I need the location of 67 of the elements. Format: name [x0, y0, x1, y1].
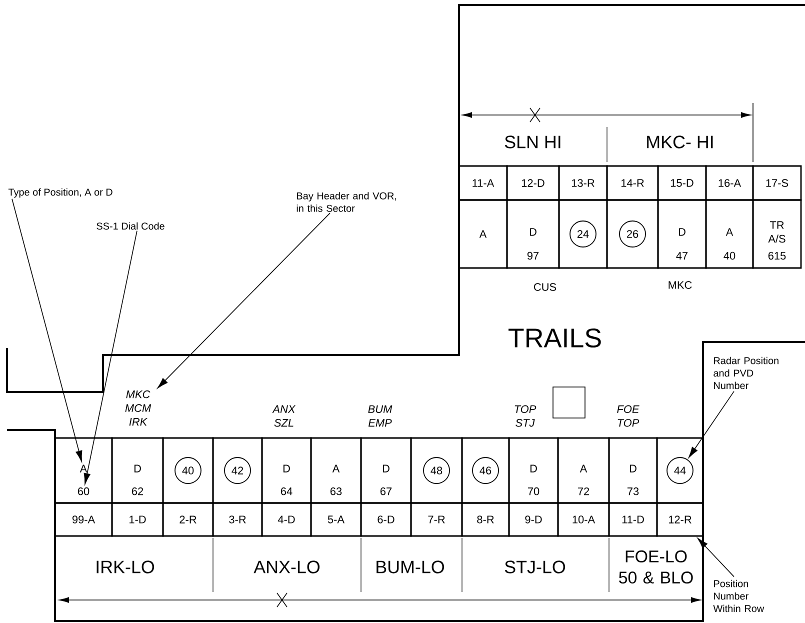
- table-cell: 99-A: [54, 502, 113, 537]
- table-cell: 14-R: [606, 165, 659, 201]
- table-cell: D 47: [657, 199, 707, 269]
- vor-label: CUS: [534, 283, 556, 291]
- table-cell: 4-D: [261, 502, 312, 537]
- table-cell: 5-A: [310, 502, 362, 537]
- vor-label: TOP STJ: [514, 405, 536, 427]
- table-cell: A 72: [557, 437, 610, 504]
- table-cell: [656, 437, 704, 504]
- table-cell: 7-R: [410, 502, 463, 537]
- sector-name: FOE-LO 50 & BLO: [619, 550, 693, 584]
- table-cell: [54, 437, 113, 504]
- table-cell: D 64: [261, 437, 312, 504]
- room-label: TRAILS: [508, 328, 601, 348]
- sector-name: BUM-LO: [376, 560, 444, 574]
- sector-header: MKC- HI: [647, 136, 713, 148]
- leader-line: [84, 230, 138, 484]
- table-cell: 15-D: [657, 165, 707, 201]
- table-cell: D 73: [608, 437, 658, 504]
- table-cell: 2-R: [162, 502, 214, 537]
- table-cell: 12-R: [656, 502, 704, 537]
- table-cell: 16-A: [705, 165, 754, 201]
- table-cell: 10-A: [557, 502, 610, 537]
- table-cell: A 40: [705, 199, 754, 269]
- callout-text: Bay Header and VOR, in this Sector: [296, 192, 396, 212]
- leader-line: [12, 198, 82, 462]
- leader-line: [688, 390, 734, 458]
- leader-line: [697, 538, 734, 578]
- table-cell: D 67: [360, 437, 412, 504]
- table-cell: A: [458, 199, 508, 269]
- table-cell: 11-A: [458, 165, 508, 201]
- table-cell: D 97: [506, 199, 560, 269]
- callout-text: Type of Position, A or D: [8, 188, 112, 198]
- table-cell: 12-D: [506, 165, 560, 201]
- callout-text: Radar Position and PVD Number: [714, 356, 778, 390]
- leader-line: [157, 212, 330, 388]
- table-cell: A 63: [310, 437, 362, 504]
- table-cell: [606, 199, 659, 269]
- table-cell: 1-D: [111, 502, 164, 537]
- table-cell: D 70: [508, 437, 559, 504]
- table-cell: [212, 437, 263, 504]
- sector-name: IRK-LO: [96, 560, 154, 574]
- cell-text: A: [80, 464, 88, 472]
- table-cell: 13-R: [558, 165, 608, 201]
- table-cell: D 62: [111, 437, 164, 504]
- table-cell: TR A/S 615: [752, 199, 802, 269]
- table-cell: 9-D: [508, 502, 559, 537]
- table-cell: 17-S: [752, 165, 802, 201]
- table-cell: 6-D: [360, 502, 412, 537]
- sector-name: ANX-LO: [254, 560, 320, 574]
- table-cell: [558, 199, 608, 269]
- vor-label: MKC MCM IRK: [125, 390, 152, 426]
- cell-text: 60: [78, 487, 90, 496]
- table-cell: [461, 437, 510, 504]
- table-cell: 8-R: [461, 502, 510, 537]
- vor-label: MKC: [668, 281, 692, 289]
- callout-text: SS-1 Dial Code: [96, 222, 164, 230]
- table-cell: [410, 437, 463, 504]
- sector-header: SLN HI: [504, 136, 560, 148]
- table-cell: 11-D: [608, 502, 658, 537]
- vor-label: ANX SZL: [272, 405, 296, 427]
- table-cell: 3-R: [212, 502, 263, 537]
- table-cell: [162, 437, 214, 504]
- sector-name: STJ-LO: [504, 560, 566, 574]
- vor-label: BUM EMP: [368, 405, 392, 427]
- vor-label: FOE TOP: [617, 405, 640, 427]
- callout-text: Position Number Within Row: [713, 580, 764, 612]
